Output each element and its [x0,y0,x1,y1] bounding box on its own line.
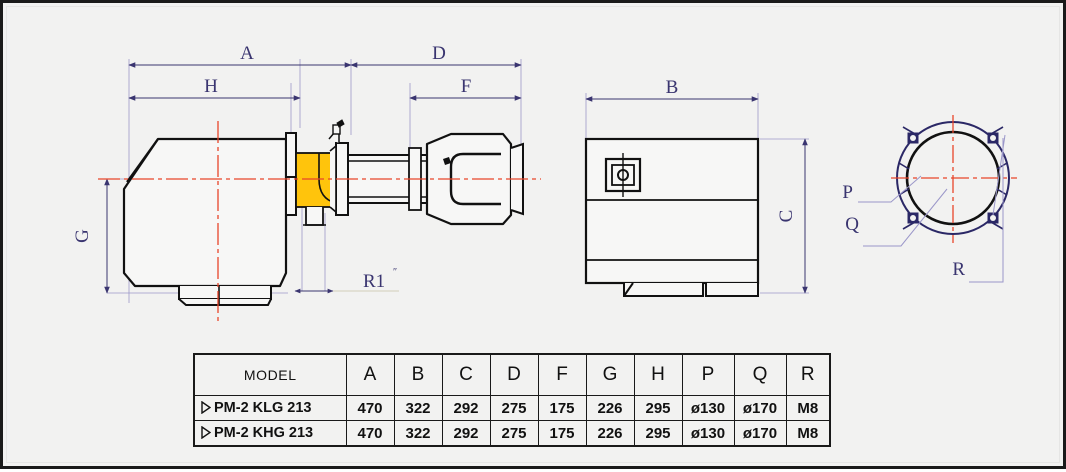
column-header-b: B [393,353,443,396]
cell-b: 322 [393,395,443,421]
column-header-g: G [585,353,635,396]
cell-c: 292 [441,395,491,421]
cell-q: ø170 [733,395,787,421]
cell-model: PM-2 KHG 213 [193,420,347,447]
specification-table: MODEL A B C D F G H P Q R [193,353,831,447]
column-header-c: C [441,353,491,396]
cell-c: 292 [441,420,491,447]
cell-r: M8 [785,395,831,421]
row-marker-triangle-icon [201,425,212,440]
column-header-q: Q [733,353,787,396]
row-marker-triangle-icon [201,400,212,415]
cell-f: 175 [537,395,587,421]
motor-housing-outline [122,137,288,288]
dimension-label-D: D [432,43,446,64]
column-header-f: F [537,353,587,396]
gas-inlet-pipe [305,207,324,226]
electrode-tip [443,157,451,165]
dimension-label-G: G [72,229,93,243]
column-header-d: D [489,353,539,396]
dimension-label-P: P [842,182,853,203]
side-elevation-view: A D H F G [72,43,541,321]
cell-g: 226 [585,420,635,447]
bolt-hole-bottom-left [907,212,919,224]
cell-a: 470 [345,420,395,447]
bolt-circle-ticks [898,126,1008,230]
dimension-F: F [409,76,522,101]
cell-d: 275 [489,395,539,421]
dimension-label-C: C [776,210,797,223]
dimension-R1: R1 ″ [294,267,399,294]
dimension-A: A [128,43,352,68]
dimension-label-H: H [204,76,218,97]
column-header-model: MODEL [193,353,347,396]
leader-P: P [842,175,922,203]
diffuser-hook-upper [449,152,501,181]
dimension-C: C [776,138,808,294]
leader-R: R [952,134,1006,283]
cell-b: 322 [393,420,443,447]
front-elevation-view: B C [584,77,809,297]
dimension-label-A: A [240,43,254,64]
leader-Q: Q [845,188,948,247]
cell-p: ø130 [681,395,735,421]
table-row: PM-2 KHG 213 470 322 292 275 175 226 295… [193,420,831,447]
cell-h: 295 [633,395,683,421]
dimension-label-R1: R1 [363,271,385,292]
flange-section-view: P Q R [842,115,1017,283]
dimension-H: H [128,76,301,101]
cell-q: ø170 [733,420,787,447]
housing-base-foot [178,286,272,300]
technical-drawing-canvas: A D H F G [72,43,1017,321]
dimension-label-R: R [952,259,965,280]
combustion-head [425,132,513,226]
table-header-row: MODEL A B C D F G H P Q R [193,353,831,396]
cell-model: PM-2 KLG 213 [193,395,347,421]
cell-f: 175 [537,420,587,447]
cell-g: 226 [585,395,635,421]
dimension-label-R1-superscript: ″ [393,267,397,278]
cell-p: ø130 [681,420,735,447]
bolt-hole-top-left [907,132,919,144]
dimension-label-F: F [461,76,472,97]
cell-r: M8 [785,420,831,447]
dimension-label-B: B [666,77,679,98]
column-header-p: P [681,353,735,396]
cell-a: 470 [345,395,395,421]
bolt-hole-top-right [987,132,999,144]
dimension-G: G [72,178,110,294]
diffuser-hook-lower [449,181,501,206]
dimension-D: D [350,43,522,68]
dimension-label-Q: Q [845,214,859,235]
front-base-foot-left [623,283,704,297]
mounting-flange-plate [285,132,297,178]
front-base-foot-right [705,283,759,297]
dimension-B: B [585,77,759,102]
column-header-h: H [633,353,683,396]
column-header-a: A [345,353,395,396]
column-header-r: R [785,353,831,396]
cell-model-text: PM-2 KHG 213 [214,425,314,441]
cell-model-text: PM-2 KLG 213 [214,400,312,416]
cell-d: 275 [489,420,539,447]
cell-h: 295 [633,420,683,447]
table-row: PM-2 KLG 213 470 322 292 275 175 226 295… [193,395,831,421]
